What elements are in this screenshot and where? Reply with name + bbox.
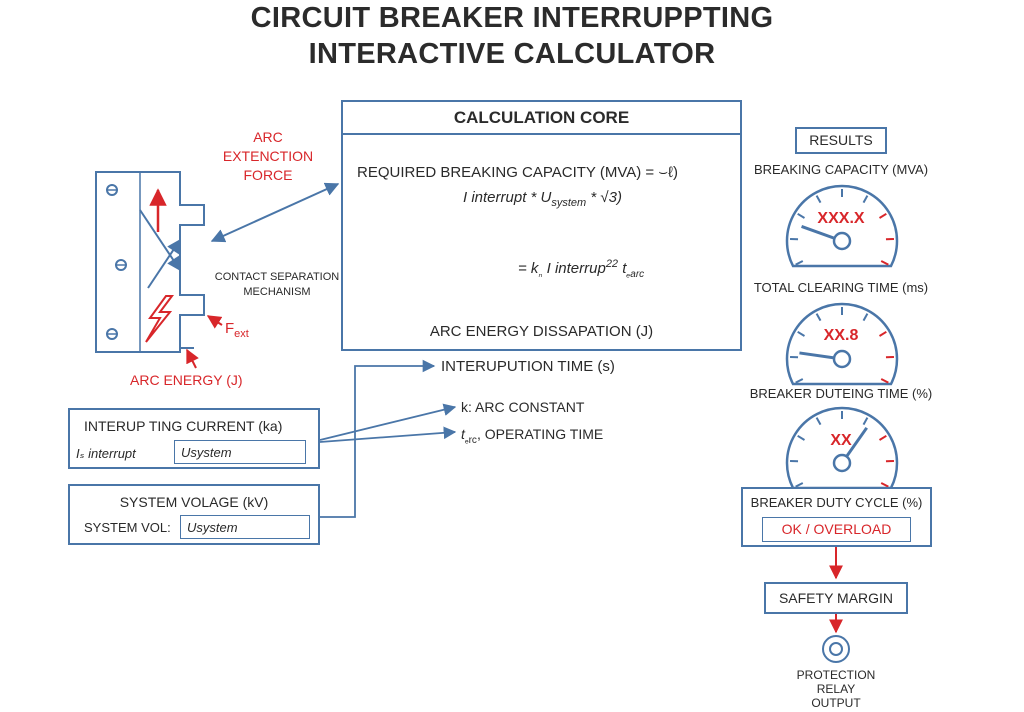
mechanism-core-link xyxy=(210,182,340,243)
breaking-capacity-formula: REQUIRED BREAKING CAPACITY (MVA) = ⌣ℓ) xyxy=(357,164,679,181)
arc-energy-label: ARC ENERGY (J) xyxy=(130,372,243,388)
system-voltage-symbol: SYSTEM VOL: xyxy=(84,520,171,535)
safety-margin-box: SAFETY MARGIN xyxy=(764,582,908,614)
gauge-value-clearing-time: XX.8 xyxy=(823,327,859,344)
gauge-tick xyxy=(795,260,804,266)
system-voltage-label: SYSTEM VOLAGE (kV) xyxy=(119,494,269,510)
gauge-label-duteing-time: BREAKER DUTEING TIME (%) xyxy=(749,386,933,401)
arc-bolt-icon xyxy=(145,295,174,343)
gauge-tick xyxy=(880,482,889,488)
page-title-line2: INTERACTIVE CALCULATOR xyxy=(308,38,716,70)
current-to-t-arrow xyxy=(319,426,457,443)
arc-extinction-force-label: ARC EXTENCTION FORCE xyxy=(222,129,314,183)
page-title-line1: CIRCUIT BREAKER INTERRUPPTING xyxy=(250,2,774,34)
gauge-tick xyxy=(795,482,804,488)
protection-relay-output-label: PROTECTION RELAY OUTPUT xyxy=(796,668,876,710)
calculation-core-header: CALCULATION CORE xyxy=(343,102,740,135)
interrupting-current-label: INTERUP TING CURRENT (ka) xyxy=(84,418,283,434)
calculation-core-panel: CALCULATION CORE REQUIRED BREAKING CAPAC… xyxy=(341,100,742,351)
gauge-value-duteing-time: XX xyxy=(830,432,852,449)
gauge-label-clearing-time: TOTAL CLEARING TIME (ms) xyxy=(753,280,929,295)
breaker-schematic xyxy=(95,171,205,353)
gauge-duteing-time xyxy=(785,406,899,490)
gauge-label-breaking-capacity: BREAKING CAPACITY (MVA) xyxy=(753,162,929,177)
results-gauges xyxy=(785,184,899,490)
gauge-tick xyxy=(878,330,887,337)
gauge-tick xyxy=(880,378,889,384)
operating-time-label: tₑrc, OPERATING TIME xyxy=(461,426,604,446)
current-to-k-arrow xyxy=(319,403,457,441)
arc-energy-dissipation-label: ARC ENERGY DISSAPATION (J) xyxy=(429,323,654,340)
gauge-tick xyxy=(878,434,887,441)
results-header: RESULTS xyxy=(795,127,887,154)
duty-cycle-status: OK / OVERLOAD xyxy=(762,517,911,542)
interrupting-current-input[interactable]: Usystem xyxy=(174,440,306,464)
arc-constant-label: k: ARC CONSTANT xyxy=(461,399,585,415)
system-voltage-panel: SYSTEM VOLAGE (kV) SYSTEM VOL: Usystem xyxy=(68,484,320,545)
gauge-tick xyxy=(795,378,804,384)
gauge-tick xyxy=(815,417,822,426)
gauge-tick xyxy=(878,212,887,219)
screw-bottom-icon xyxy=(106,328,118,340)
gauge-tick xyxy=(797,212,806,219)
gauge-tick xyxy=(862,195,869,204)
f-ext-arrow xyxy=(206,315,223,329)
gauge-dial xyxy=(785,302,899,386)
interruption-time-label: INTERUPUTION TIME (s) xyxy=(441,358,615,375)
screw-top-icon xyxy=(106,184,118,196)
gauge-tick xyxy=(862,417,869,426)
gauge-hub xyxy=(832,453,852,473)
relay-output-icon xyxy=(822,635,850,663)
arc-energy-arrow xyxy=(186,348,199,369)
voltage-to-time-arrow xyxy=(320,359,436,518)
gauge-tick xyxy=(815,313,822,322)
duty-cycle-panel: BREAKER DUTY CYCLE (%) OK / OVERLOAD xyxy=(741,487,932,547)
f-ext-label: Fext xyxy=(225,320,249,340)
gauge-tick xyxy=(797,434,806,441)
gauge-clearing-time xyxy=(785,302,899,386)
interrupting-current-panel: INTERUP TING CURRENT (ka) Iₛ interrupt U… xyxy=(68,408,320,469)
gauge-dial xyxy=(785,406,899,490)
contact-separation-label: CONTACT SEPARATION MECHANISM xyxy=(214,271,340,298)
arc-energy-formula: = kₙ I interrup22 tₑarc xyxy=(518,258,645,280)
gauge-value-breaking-capacity: XXX.X xyxy=(817,210,865,227)
gauge-breaking-capacity xyxy=(785,184,899,268)
gauge-tick xyxy=(815,195,822,204)
gauge-tick xyxy=(862,313,869,322)
system-voltage-input[interactable]: Usystem xyxy=(180,515,310,539)
interrupting-current-symbol: Iₛ interrupt xyxy=(76,446,136,461)
screw-middle-icon xyxy=(115,259,127,271)
gauge-hub xyxy=(832,349,852,369)
gauge-dial xyxy=(785,184,899,268)
gauge-tick xyxy=(880,260,889,266)
duty-cycle-label: BREAKER DUTY CYCLE (%) xyxy=(750,495,923,510)
gauge-hub xyxy=(832,231,852,251)
breaking-capacity-formula-line2: I interrupt * Usystem * √3) xyxy=(463,189,622,209)
gauge-tick xyxy=(797,330,806,337)
